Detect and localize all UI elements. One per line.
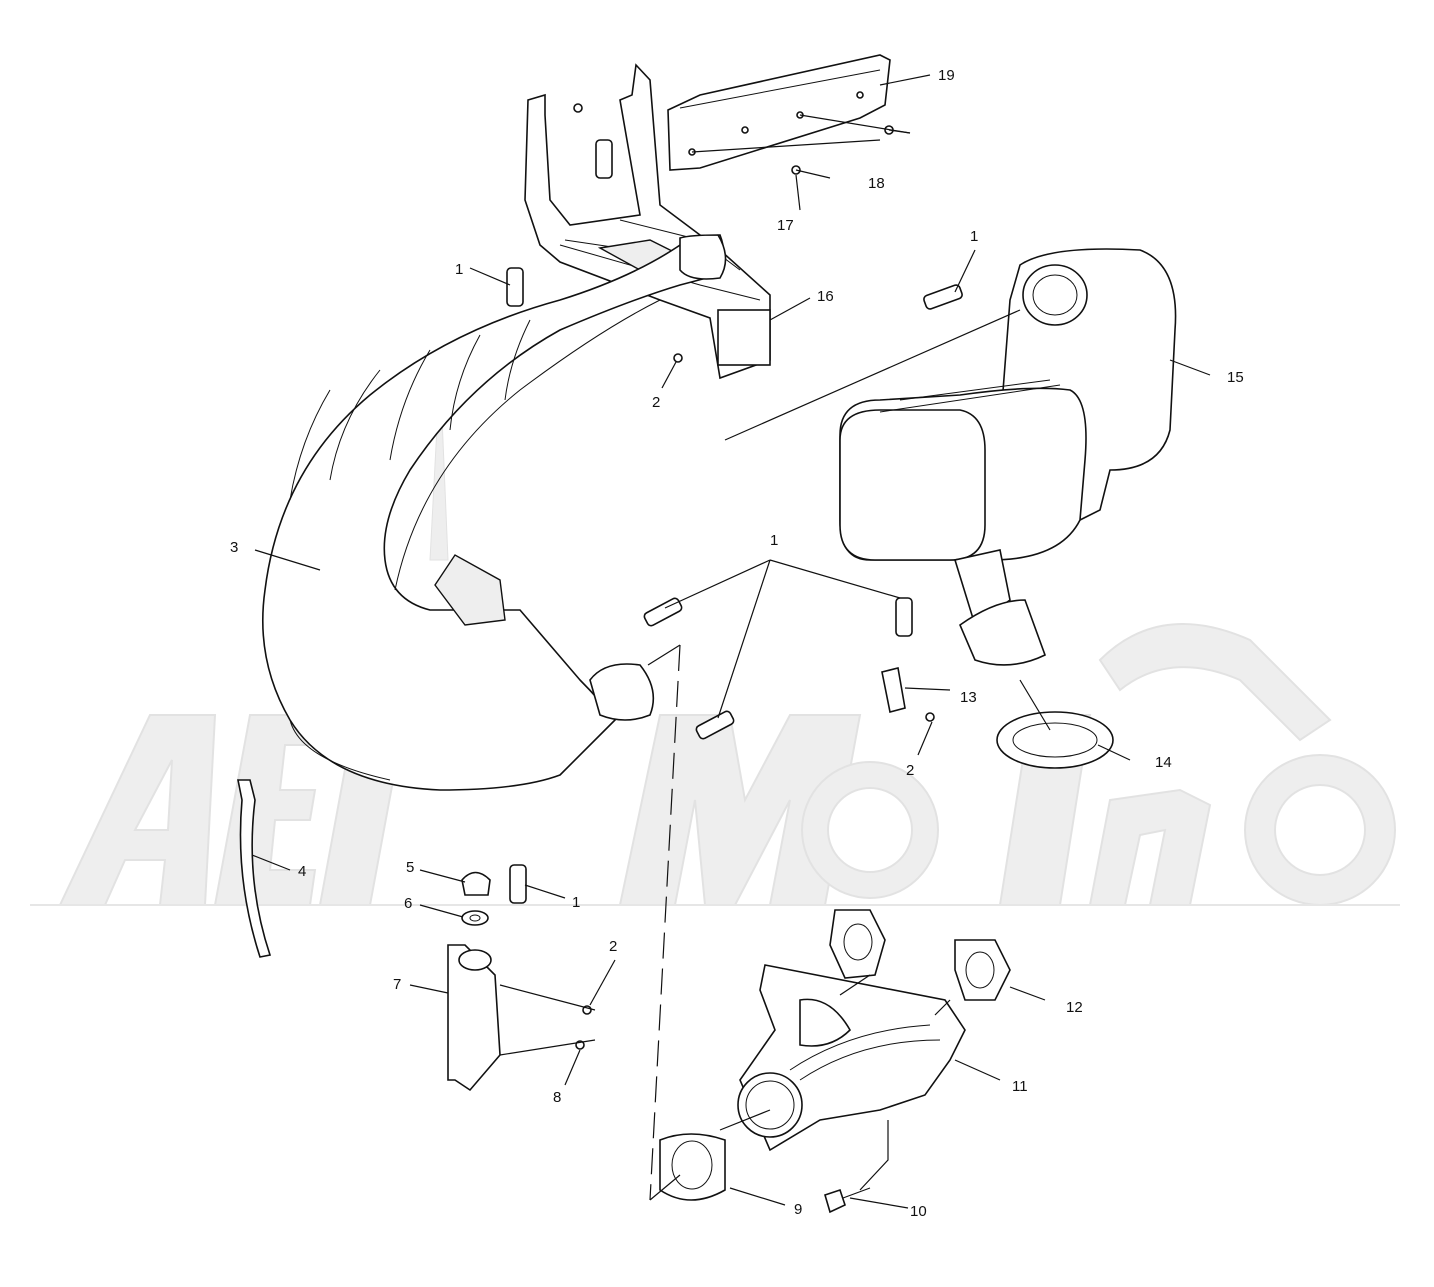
callout-12: 12 [1066, 999, 1083, 1016]
bolt-part-10 [824, 1187, 871, 1214]
callout-13: 13 [960, 689, 977, 706]
bumper-part-5 [461, 871, 491, 896]
strap-part-4 [237, 779, 272, 958]
callout-2-c: 2 [609, 938, 617, 955]
callout-7: 7 [393, 976, 401, 993]
callout-4: 4 [298, 863, 306, 880]
expansion-pipe-part-3 [262, 234, 727, 791]
callout-3: 3 [230, 539, 238, 556]
callout-10: 10 [910, 1203, 927, 1220]
heat-shield-part-19 [667, 54, 891, 171]
callout-11: 11 [1012, 1078, 1028, 1095]
callout-6: 6 [404, 895, 412, 912]
plate-part-13 [881, 667, 906, 713]
leader-lines [251, 74, 1211, 1209]
watermark-logo [30, 369, 1400, 906]
callout-2-a: 2 [652, 394, 660, 411]
callout-14: 14 [1155, 754, 1172, 771]
callout-17: 17 [777, 217, 794, 234]
spring-part-1 [506, 139, 963, 904]
callout-1-c: 1 [770, 532, 778, 549]
callout-labels: 19 18 17 16 1 1 15 2 3 1 13 2 14 4 5 1 6… [230, 67, 1244, 1220]
washer-part-6 [461, 910, 489, 926]
callout-19: 19 [938, 67, 955, 84]
callout-9: 9 [794, 1201, 802, 1218]
seal-part-9 [659, 1133, 726, 1201]
callout-1-a: 1 [455, 261, 463, 278]
callout-15: 15 [1227, 369, 1244, 386]
callout-8: 8 [553, 1089, 561, 1106]
callout-2-b: 2 [906, 762, 914, 779]
gasket-part-12 [829, 909, 1011, 1001]
callout-1-d: 1 [572, 894, 580, 911]
callout-18: 18 [868, 175, 885, 192]
muffler-part-15 [839, 248, 1177, 666]
bracket-part-7 [447, 944, 501, 1092]
callout-1-b: 1 [970, 228, 978, 245]
callout-16: 16 [817, 288, 834, 305]
callout-5: 5 [406, 859, 414, 876]
fasteners [573, 103, 935, 1050]
manifold-part-11 [737, 964, 966, 1152]
gasket-ring-part-14 [996, 711, 1114, 769]
